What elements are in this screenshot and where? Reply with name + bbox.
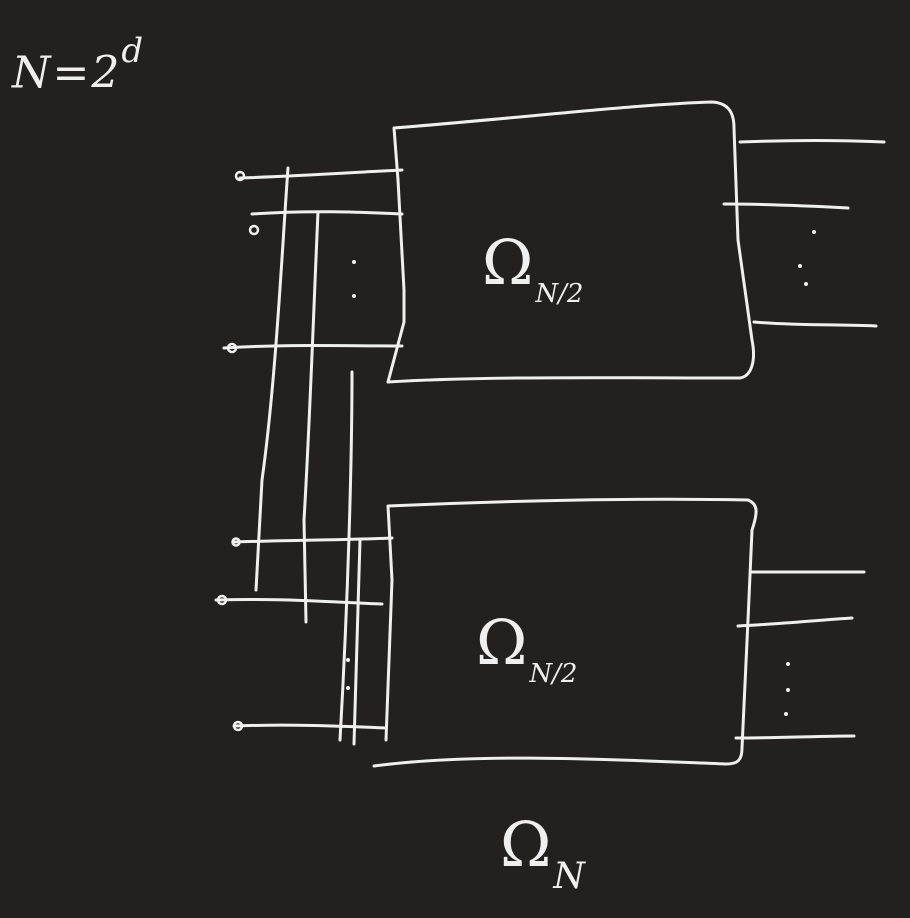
ellipsis-dot xyxy=(798,264,802,268)
input-node xyxy=(226,342,238,354)
ellipsis-dot xyxy=(784,712,788,716)
bottom-box-symbol: Ω xyxy=(476,606,528,679)
input-node xyxy=(232,720,244,732)
ellipsis-dot xyxy=(352,260,356,264)
cross-wire-1 xyxy=(254,166,290,592)
top-output-wire-2 xyxy=(722,202,850,210)
bottom-input-wire-2 xyxy=(214,597,384,606)
n-equals-2-to-d-label: N=2d xyxy=(12,34,145,99)
top-input-wire-1 xyxy=(238,168,404,180)
top-box-label: ΩN/2 xyxy=(482,232,583,308)
bottom-output-wire-2 xyxy=(736,616,854,628)
cross-wire-4 xyxy=(352,538,362,746)
top-input-wire-n xyxy=(222,344,404,350)
top-output-wire-n xyxy=(752,320,878,328)
outer-network-label: ΩN xyxy=(500,814,585,895)
input-node xyxy=(234,170,246,182)
title-base: N=2 xyxy=(12,47,122,99)
ellipsis-dot xyxy=(346,686,350,690)
input-node xyxy=(231,537,241,547)
top-input-wire-2 xyxy=(250,210,404,216)
ellipsis-dot xyxy=(786,662,790,666)
outer-network-subscript: N xyxy=(553,856,585,897)
outer-network-symbol: Ω xyxy=(500,808,552,881)
bottom-output-wire-n xyxy=(734,734,856,740)
input-node xyxy=(216,594,228,606)
bottom-input-wire-1 xyxy=(232,536,394,544)
top-output-wire-1 xyxy=(738,139,886,144)
ellipsis-dot xyxy=(804,282,808,286)
bottom-box-subscript: N/2 xyxy=(529,659,578,689)
input-node xyxy=(248,224,260,236)
cross-wire-2 xyxy=(302,210,320,624)
ellipsis-dot xyxy=(352,294,356,298)
top-box xyxy=(386,100,755,384)
top-box-subscript: N/2 xyxy=(535,279,584,309)
bottom-input-wire-n xyxy=(232,723,388,730)
cross-wire-3 xyxy=(338,370,354,742)
title-exponent: d xyxy=(121,31,146,71)
top-box-symbol: Ω xyxy=(482,226,534,299)
ellipsis-dot xyxy=(346,658,350,662)
bottom-box-label: ΩN/2 xyxy=(476,612,577,688)
bottom-box xyxy=(372,497,758,768)
ellipsis-dot xyxy=(812,230,816,234)
ellipsis-dot xyxy=(786,688,790,692)
